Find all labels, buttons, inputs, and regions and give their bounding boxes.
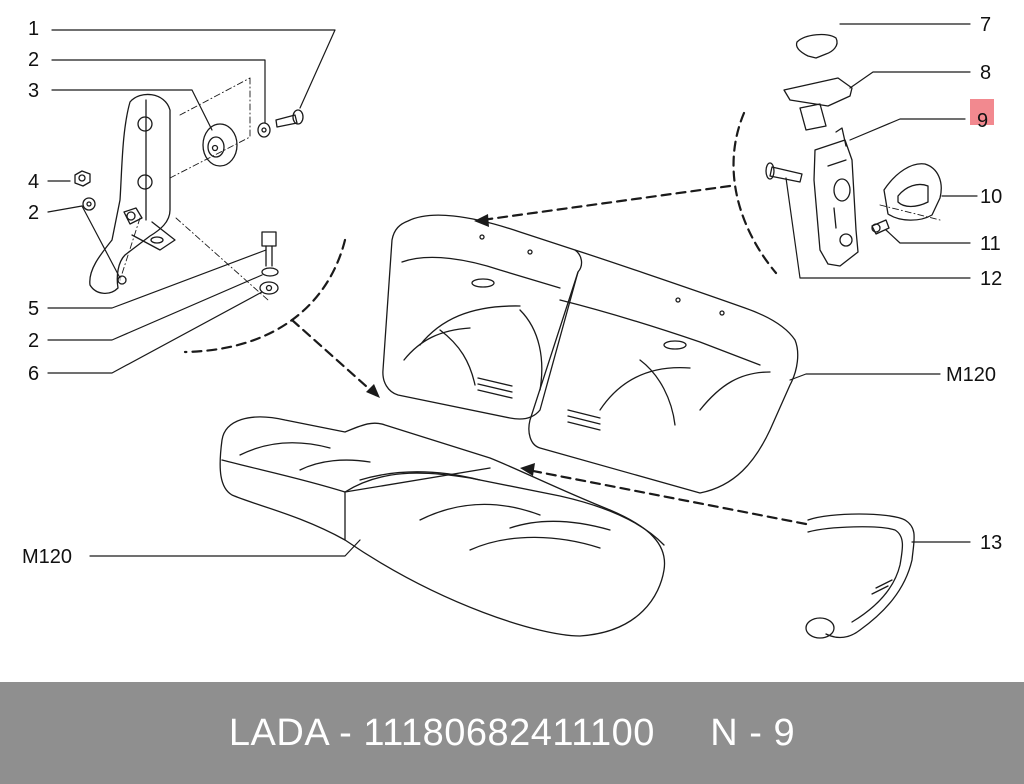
callout-5: 5: [28, 298, 39, 320]
cap-washer-part[interactable]: [202, 123, 238, 167]
callout-4: 4: [28, 171, 39, 193]
callout-3: 3: [28, 80, 39, 102]
callout-1: 1: [28, 18, 39, 40]
callout-7: 7: [980, 14, 991, 36]
latch-mechanism-part[interactable]: [813, 127, 859, 267]
position-label: N - 9: [710, 712, 796, 754]
left-detail-arc: [183, 238, 347, 354]
arrow-line-cushion: [290, 318, 378, 397]
callout-10: 10: [980, 186, 1002, 208]
latch-bezel-part[interactable]: [783, 77, 853, 131]
brand-name: LADA: [228, 712, 329, 754]
callout-11: 11: [980, 233, 1001, 255]
callout-m120-back: M120: [946, 364, 996, 386]
seat-belt-strap-part[interactable]: [805, 513, 915, 639]
bracket-bolt-part[interactable]: [123, 207, 143, 225]
callout-8: 8: [980, 62, 991, 84]
callout-2-middle: 2: [28, 202, 39, 224]
screw-part[interactable]: [275, 109, 304, 128]
washer-part[interactable]: [82, 197, 96, 211]
seat-back-part[interactable]: [382, 214, 799, 494]
small-screw-part[interactable]: [871, 219, 890, 235]
latch-button-part[interactable]: [795, 33, 838, 59]
callout-9[interactable]: 9: [977, 110, 988, 132]
arrowhead-strap: [520, 463, 535, 476]
right-detail-arc: [732, 111, 778, 275]
latch-striker-part[interactable]: [883, 163, 942, 221]
arrowhead-back: [474, 214, 489, 227]
highlight-marker-9[interactable]: [970, 99, 994, 125]
footer-bar: LADA - 11180682411100 N - 9: [0, 682, 1024, 784]
callout-2-top: 2: [28, 49, 39, 71]
title-separator: -: [328, 712, 364, 754]
callout-m120-cushion: M120: [22, 546, 72, 568]
callout-12: 12: [980, 268, 1002, 290]
footer-caption: LADA - 11180682411100 N - 9: [0, 682, 1024, 784]
callout-13: 13: [980, 532, 1002, 554]
arrow-line-strap: [526, 468, 808, 526]
seat-parts-diagram: 1 2 3 4 2 5 2 6 7 8 9 10 11 12 M120 M120…: [22, 14, 1002, 639]
arrowhead-cushion: [366, 384, 380, 398]
long-screw-part[interactable]: [765, 162, 803, 183]
callout-2-bottom: 2: [28, 330, 39, 352]
nut-part[interactable]: [74, 170, 91, 187]
small-washer-part[interactable]: [257, 122, 271, 138]
seat-cushion-part[interactable]: [219, 416, 666, 637]
caption-gap: [655, 712, 710, 754]
bolt-part[interactable]: [259, 231, 279, 295]
callout-6: 6: [28, 363, 39, 385]
part-number: 11180682411100: [363, 712, 655, 754]
arrow-line-back: [480, 184, 732, 222]
hinge-bracket[interactable]: [89, 93, 176, 294]
